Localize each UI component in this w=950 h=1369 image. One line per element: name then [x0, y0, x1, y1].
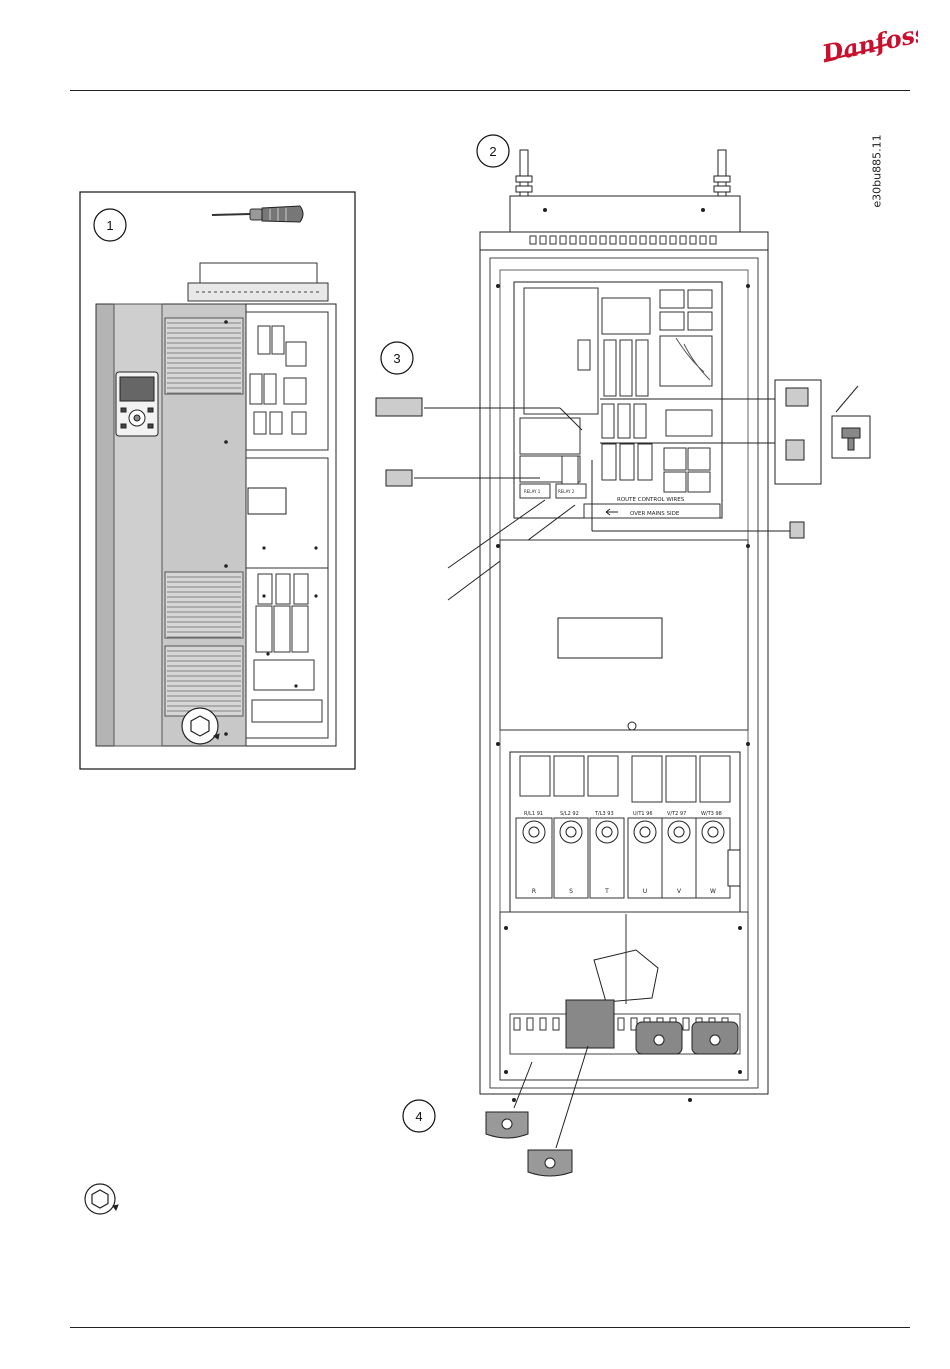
svg-text:S: S	[569, 888, 573, 895]
torx-wrench-icon	[182, 708, 219, 744]
svg-text:W: W	[710, 888, 716, 895]
svg-text:RELAY 2: RELAY 2	[558, 489, 575, 494]
overview-inset: 1	[80, 192, 355, 769]
callout-3: 3	[381, 342, 413, 374]
cable-clamp-icon	[832, 416, 870, 458]
svg-text:V/T2 97: V/T2 97	[667, 811, 686, 817]
svg-text:U/T1 96: U/T1 96	[633, 811, 653, 817]
svg-text:2: 2	[489, 144, 496, 159]
control-panel-keypad	[116, 372, 158, 436]
svg-text:T/L3 93: T/L3 93	[594, 811, 614, 817]
callout-1: 1	[94, 209, 126, 241]
svg-text:U: U	[643, 888, 647, 895]
svg-text:OVER MAINS SIDE: OVER MAINS SIDE	[630, 511, 680, 517]
torx-wrench-icon	[85, 1184, 118, 1214]
callout-4: 4	[403, 1100, 435, 1132]
svg-text:3: 3	[393, 351, 400, 366]
svg-text:1: 1	[106, 218, 113, 233]
cabinet-detail: 2	[376, 135, 870, 1176]
callout-2: 2	[477, 135, 509, 167]
svg-text:T: T	[604, 888, 609, 895]
svg-text:R/L1 91: R/L1 91	[524, 811, 543, 817]
svg-text:W/T3 98: W/T3 98	[701, 811, 722, 817]
svg-text:4: 4	[415, 1109, 422, 1124]
svg-text:S/L2 92: S/L2 92	[560, 811, 579, 817]
svg-text:RELAY 1: RELAY 1	[524, 489, 541, 494]
svg-text:R: R	[532, 888, 536, 895]
svg-text:ROUTE CONTROL WIRES: ROUTE CONTROL WIRES	[617, 497, 685, 503]
lifting-eyebolts	[516, 150, 730, 200]
